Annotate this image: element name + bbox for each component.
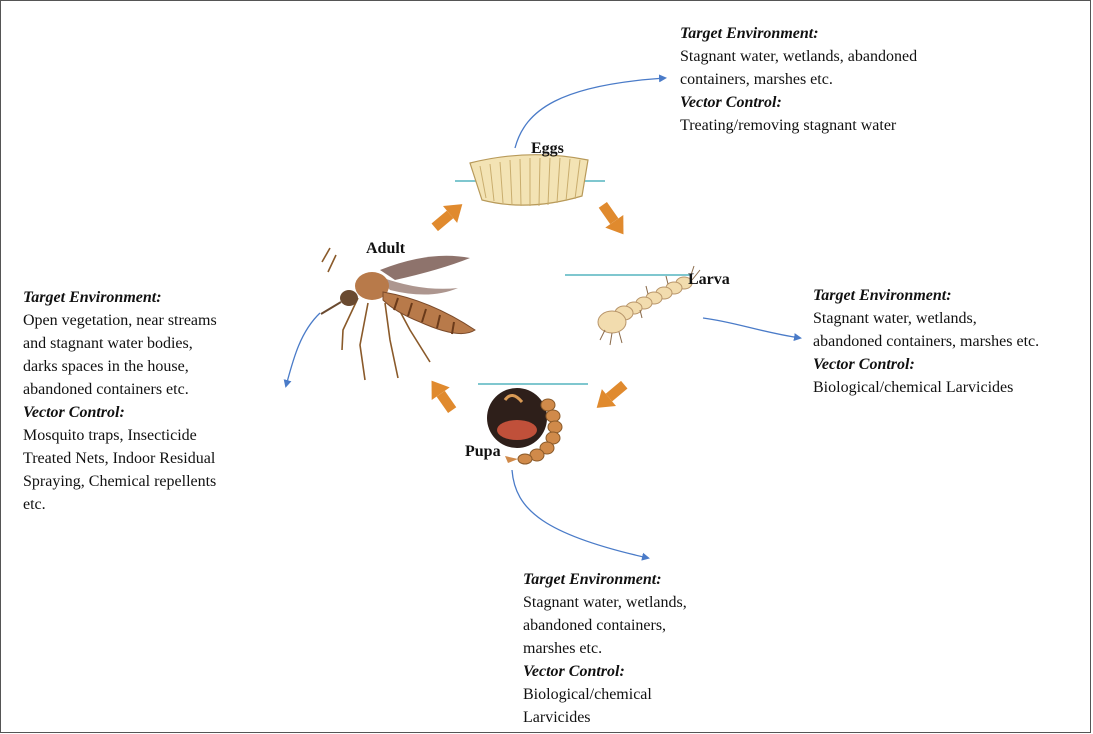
adult-info-block: Target Environment: Open vegetation, nea…: [23, 286, 217, 516]
eggs-env-heading: Target Environment:: [680, 22, 917, 45]
eggs-env-line: Stagnant water, wetlands, abandoned: [680, 45, 917, 68]
cycle-arrow-larva-to-pupa: [590, 376, 632, 416]
pupa-ctrl-line: Larvicides: [523, 706, 687, 729]
larva-ctrl-heading: Vector Control:: [813, 353, 1039, 376]
cycle-arrow-eggs-to-larva: [594, 199, 633, 241]
pupa-env-heading: Target Environment:: [523, 568, 687, 591]
larva-pointer-arrow: [703, 318, 800, 338]
adult-ctrl-heading: Vector Control:: [23, 401, 217, 424]
pupa-env-line: marshes etc.: [523, 637, 687, 660]
larva-info-block: Target Environment: Stagnant water, wetl…: [813, 284, 1039, 399]
pupa-ctrl-line: Biological/chemical: [523, 683, 687, 706]
eggs-stage-label: Eggs: [531, 140, 564, 158]
adult-env-line: darks spaces in the house,: [23, 355, 217, 378]
pupa-env-line: Stagnant water, wetlands,: [523, 591, 687, 614]
larva-env-line: abandoned containers, marshes etc.: [813, 330, 1039, 353]
adult-ctrl-line: etc.: [23, 493, 217, 516]
adult-env-line: abandoned containers etc.: [23, 378, 217, 401]
larva-illustration: [598, 266, 700, 345]
adult-ctrl-line: Spraying, Chemical repellents: [23, 470, 217, 493]
adult-mosquito-illustration: [321, 248, 475, 380]
larva-ctrl-line: Biological/chemical Larvicides: [813, 376, 1039, 399]
pupa-env-line: abandoned containers,: [523, 614, 687, 637]
adult-pointer-arrow: [286, 313, 320, 386]
eggs-ctrl-line: Treating/removing stagnant water: [680, 114, 917, 137]
adult-env-line: Open vegetation, near streams: [23, 309, 217, 332]
eggs-env-line: containers, marshes etc.: [680, 68, 917, 91]
pupa-stage-label: Pupa: [465, 443, 501, 461]
adult-env-heading: Target Environment:: [23, 286, 217, 309]
pupa-ctrl-heading: Vector Control:: [523, 660, 687, 683]
cycle-arrow-pupa-to-adult: [423, 374, 462, 416]
eggs-illustration: [470, 155, 588, 206]
larva-env-line: Stagnant water, wetlands,: [813, 307, 1039, 330]
larva-env-heading: Target Environment:: [813, 284, 1039, 307]
pupa-info-block: Target Environment: Stagnant water, wetl…: [523, 568, 687, 729]
cycle-arrow-adult-to-eggs: [428, 196, 470, 236]
adult-ctrl-line: Treated Nets, Indoor Residual: [23, 447, 217, 470]
eggs-ctrl-heading: Vector Control:: [680, 91, 917, 114]
larva-stage-label: Larva: [688, 271, 730, 289]
pupa-pointer-arrow: [512, 470, 648, 558]
adult-stage-label: Adult: [366, 240, 405, 258]
adult-env-line: and stagnant water bodies,: [23, 332, 217, 355]
eggs-info-block: Target Environment: Stagnant water, wetl…: [680, 22, 917, 137]
adult-ctrl-line: Mosquito traps, Insecticide: [23, 424, 217, 447]
eggs-pointer-arrow: [515, 78, 665, 148]
